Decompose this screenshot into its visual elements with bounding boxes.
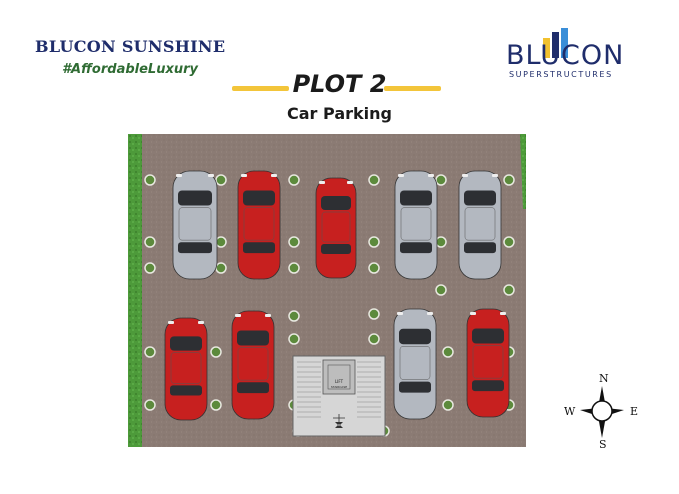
compass-west: W bbox=[564, 405, 576, 418]
shrub bbox=[210, 399, 222, 411]
title-bar-left bbox=[232, 86, 289, 91]
shrub bbox=[144, 174, 156, 186]
compass-icon bbox=[580, 386, 624, 438]
shrub bbox=[144, 346, 156, 358]
lift-label: LIFT bbox=[335, 379, 344, 384]
staircase-label: STAIRCASE bbox=[331, 385, 347, 389]
shrub bbox=[435, 284, 447, 296]
building-icon bbox=[543, 28, 568, 58]
shrub bbox=[442, 346, 454, 358]
shrub bbox=[288, 236, 300, 248]
compass-south: S bbox=[599, 438, 607, 451]
shrub bbox=[442, 399, 454, 411]
shrub bbox=[288, 262, 300, 274]
parked-car-red bbox=[315, 177, 357, 279]
logo-text: BLUCON bbox=[506, 40, 625, 71]
shrub bbox=[144, 262, 156, 274]
logo-subtitle: SUPERSTRUCTURES bbox=[509, 70, 613, 79]
shrub bbox=[215, 174, 227, 186]
shrub bbox=[368, 174, 380, 186]
grass-strip-left bbox=[128, 134, 142, 447]
parking-plan: LIFT STAIRCASE bbox=[128, 134, 526, 447]
shrub bbox=[435, 236, 447, 248]
compass-east: E bbox=[630, 405, 639, 418]
parked-car-silver bbox=[393, 308, 437, 420]
shrub bbox=[503, 236, 515, 248]
shrub bbox=[215, 262, 227, 274]
lift-core: LIFT STAIRCASE bbox=[292, 355, 386, 437]
plot-subtitle: Car Parking bbox=[287, 104, 392, 123]
compass-north: N bbox=[599, 372, 609, 385]
shrub bbox=[503, 284, 515, 296]
parked-car-red bbox=[164, 317, 208, 421]
shrub bbox=[215, 236, 227, 248]
shrub bbox=[368, 262, 380, 274]
shrub bbox=[288, 310, 300, 322]
parked-car-red bbox=[237, 170, 281, 280]
shrub bbox=[503, 174, 515, 186]
shrub bbox=[210, 346, 222, 358]
parked-car-silver bbox=[458, 170, 502, 280]
plot-title: PLOT 2 bbox=[292, 70, 387, 98]
brand-title: BLUCON SUNSHINE bbox=[35, 37, 226, 56]
parked-car-silver bbox=[172, 170, 218, 280]
shrub bbox=[435, 174, 447, 186]
shrub bbox=[368, 308, 380, 320]
grass-strip-right bbox=[520, 134, 526, 209]
blucon-logo: BLUCON SUPERSTRUCTURES bbox=[506, 28, 636, 80]
shrub bbox=[368, 333, 380, 345]
brand-tagline: #AffordableLuxury bbox=[62, 62, 198, 77]
shrub bbox=[144, 399, 156, 411]
shrub bbox=[144, 236, 156, 248]
shrub bbox=[288, 174, 300, 186]
compass-rose: N S E W bbox=[562, 372, 642, 452]
parked-car-red bbox=[466, 308, 510, 418]
parked-car-silver bbox=[394, 170, 438, 280]
shrub bbox=[288, 333, 300, 345]
title-bar-right bbox=[384, 86, 441, 91]
shrub bbox=[368, 236, 380, 248]
parked-car-red bbox=[231, 310, 275, 420]
